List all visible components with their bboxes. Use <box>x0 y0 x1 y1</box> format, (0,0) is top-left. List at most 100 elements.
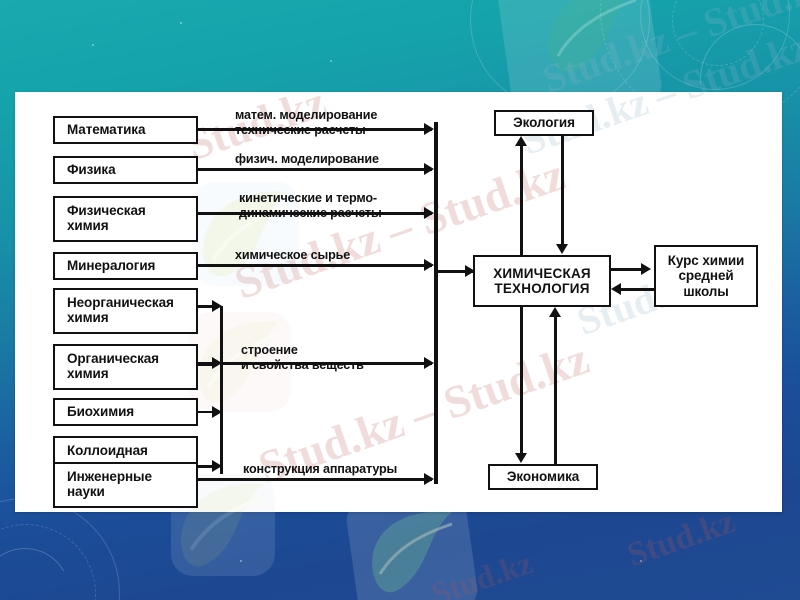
arrowhead-inorganic <box>212 300 222 312</box>
connector-ecology-to-chemtech <box>561 136 564 246</box>
edge-label-math: матем. моделирование технические расчеты <box>235 108 377 138</box>
edge-label-physics: физич. моделирование <box>235 152 379 167</box>
decor-ring-4 <box>672 0 764 66</box>
node-label: Физическая химия <box>67 203 196 233</box>
decor-ring-6 <box>0 524 96 600</box>
edge-label-engineering: конструкция аппаратуры <box>243 462 397 477</box>
watermark: Stud.kz <box>426 544 537 600</box>
decor-speck <box>240 560 242 562</box>
arrowhead-engineering <box>424 473 434 485</box>
connector-chemtech-to-ecology <box>520 146 523 256</box>
edge-label-line1: конструкция аппаратуры <box>243 462 398 476</box>
connector-physchem-trunk <box>198 212 432 215</box>
decor-ring-5 <box>0 498 120 600</box>
connector-chem-cluster-bus <box>220 306 223 474</box>
edge-label-line1: физич. моделирование <box>235 152 379 166</box>
edge-label-structure: строение и свойства веществ <box>241 343 364 373</box>
watermark: Stud.kz <box>622 503 740 575</box>
connector-mineralogy-trunk <box>198 264 432 267</box>
arrowhead-biochem <box>212 406 222 418</box>
node-label: Физика <box>67 162 116 178</box>
node-physical-chemistry[interactable]: Физическая химия <box>53 196 198 242</box>
node-ecology[interactable]: Экология <box>494 110 594 136</box>
node-physics[interactable]: Физика <box>53 156 198 184</box>
edge-label-line2: и свойства веществ <box>241 357 364 372</box>
node-label-line1: Коллоидная <box>67 443 148 458</box>
slide-sheet: Stud.kz Stud.kz – Stud.kz Stud.kz – Stud… <box>15 23 800 576</box>
connector-organic-to-bus <box>198 362 214 366</box>
node-label-line2: химия <box>67 366 109 382</box>
node-biochemistry[interactable]: Биохимия <box>53 398 198 426</box>
decor-speck <box>92 44 94 46</box>
node-label-line1: Курс химии <box>667 253 745 269</box>
connector-economy-to-chemtech <box>554 317 557 465</box>
edge-label-line1: кинетические и термо- <box>239 191 377 205</box>
node-label-line1: ХИМИЧЕСКАЯ <box>493 265 591 281</box>
connector-biochem-to-bus <box>198 411 214 413</box>
connector-colloid-to-bus <box>198 465 214 468</box>
node-math[interactable]: Математика <box>53 116 198 144</box>
node-label-line2: ТЕХНОЛОГИЯ <box>494 281 590 296</box>
edge-label-line2: технические расчеты <box>235 122 366 137</box>
connector-school-to-chemtech <box>621 288 655 291</box>
edge-label-mineralogy: химическое сырье <box>235 248 350 263</box>
node-economy[interactable]: Экономика <box>488 464 598 490</box>
connector-inorganic-to-bus <box>198 305 214 308</box>
node-mineralogy[interactable]: Минералогия <box>53 252 198 280</box>
decor-arc-2 <box>0 537 81 600</box>
connector-structure-trunk <box>220 362 432 365</box>
node-inorganic-chemistry[interactable]: Неорганическая химия <box>53 288 198 334</box>
node-organic-chemistry[interactable]: Органическая химия <box>53 344 198 390</box>
decor-speck <box>330 60 332 62</box>
connector-chemtech-to-school <box>611 268 645 271</box>
node-label: Инженерные науки <box>67 469 196 499</box>
node-label-line2: химия <box>67 310 109 326</box>
node-label-line3: школы <box>683 283 729 299</box>
arrowhead-to-chemtech-bottom <box>549 307 561 317</box>
arrowhead-to-school <box>641 263 651 275</box>
arrowhead-math <box>424 123 434 135</box>
decor-ring-3 <box>640 0 790 90</box>
arrowhead-physics <box>424 163 434 175</box>
arrowhead-to-chemtech-right <box>611 283 621 295</box>
node-label: Органическая химия <box>67 351 196 381</box>
arrowhead-organic <box>212 357 222 369</box>
arrowhead-to-chemtech-top <box>556 244 568 254</box>
node-label-line2: средней <box>678 268 734 284</box>
node-label: Минералогия <box>67 258 156 274</box>
connector-physics-trunk <box>198 168 432 171</box>
connector-chemtech-to-economy <box>520 307 523 455</box>
edge-label-physchem: кинетические и термо- динамические расче… <box>239 191 382 221</box>
decor-leaf-bottom <box>366 506 470 600</box>
watermark: Stud.kz – Stud.kz <box>515 23 800 164</box>
node-label: Математика <box>67 122 146 138</box>
connector-bus-to-chemtech <box>436 270 474 273</box>
node-label-line1: Неорганическая <box>67 295 174 310</box>
node-label-line1: Органическая <box>67 351 159 366</box>
node-label: Биохимия <box>67 404 135 420</box>
node-label: Курс химии средней школы <box>656 253 756 298</box>
arrowhead-to-economy <box>515 453 527 463</box>
arrowhead-to-ecology <box>515 136 527 146</box>
node-label: Экономика <box>506 469 580 485</box>
node-label-line1: Физическая <box>67 203 146 218</box>
edge-label-line2: динамические расчеты <box>239 205 382 220</box>
arrowhead-mineralogy <box>424 259 434 271</box>
node-school-chemistry-course[interactable]: Курс химии средней школы <box>654 245 758 307</box>
node-label-line2: химия <box>67 218 109 234</box>
node-engineering-sciences[interactable]: Инженерные науки <box>53 462 198 508</box>
node-label: ХИМИЧЕСКАЯ ТЕХНОЛОГИЯ <box>475 266 609 296</box>
node-label: Экология <box>513 115 575 131</box>
arrowhead-colloid <box>212 460 222 472</box>
node-label: Неорганическая химия <box>67 295 196 325</box>
connector-main-bus <box>434 122 438 484</box>
connector-engineering-trunk <box>198 478 432 481</box>
node-label-line2: науки <box>67 484 105 500</box>
node-chemical-technology[interactable]: ХИМИЧЕСКАЯ ТЕХНОЛОГИЯ <box>473 255 611 307</box>
edge-label-line1: химическое сырье <box>235 248 351 262</box>
decor-speck <box>180 22 182 24</box>
arrowhead-bus-to-chemtech <box>465 265 475 277</box>
edge-label-line1: строение <box>241 343 298 357</box>
arrowhead-structure <box>424 357 434 369</box>
